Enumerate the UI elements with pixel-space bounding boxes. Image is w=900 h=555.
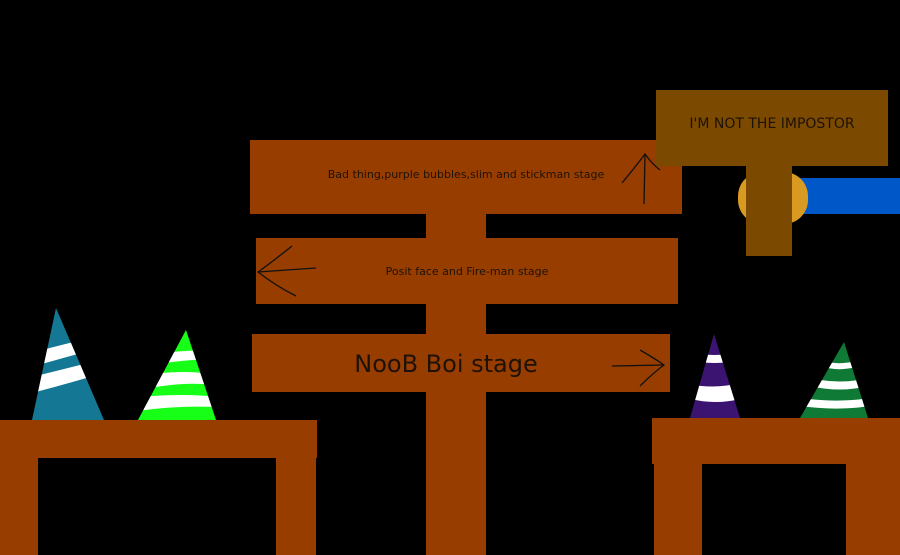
right-table-leg-right xyxy=(846,462,900,555)
sign-bottom[interactable]: NooB Boi stage xyxy=(252,334,670,392)
left-table-leg-left xyxy=(0,456,38,555)
sign-top-label: Bad thing,purple bubbles,slim and stickm… xyxy=(327,168,605,181)
arrow-up-icon xyxy=(621,152,661,205)
left-table-top xyxy=(0,420,317,458)
held-sign-label: I'M NOT THE IMPOSTOR xyxy=(689,116,855,132)
arrow-left-icon xyxy=(256,245,317,297)
sign-middle-label: Posit face and Fire-man stage xyxy=(385,265,549,278)
sign-middle[interactable]: Posit face and Fire-man stage xyxy=(256,238,678,304)
sign-top[interactable]: Bad thing,purple bubbles,slim and stickm… xyxy=(250,140,682,214)
party-hat-blue xyxy=(32,308,104,420)
party-hat-purple xyxy=(690,334,740,418)
party-hat-green xyxy=(138,330,216,420)
right-table-leg-left xyxy=(654,462,702,555)
left-table-leg-right xyxy=(276,456,316,555)
held-sign-stick xyxy=(746,164,792,256)
held-sign-board[interactable]: I'M NOT THE IMPOSTOR xyxy=(656,90,888,166)
right-table-top xyxy=(652,418,900,464)
arrow-right-icon xyxy=(611,349,666,387)
sign-bottom-label: NooB Boi stage xyxy=(354,350,538,378)
party-hat-dark-green xyxy=(800,342,868,418)
arm xyxy=(800,178,900,214)
